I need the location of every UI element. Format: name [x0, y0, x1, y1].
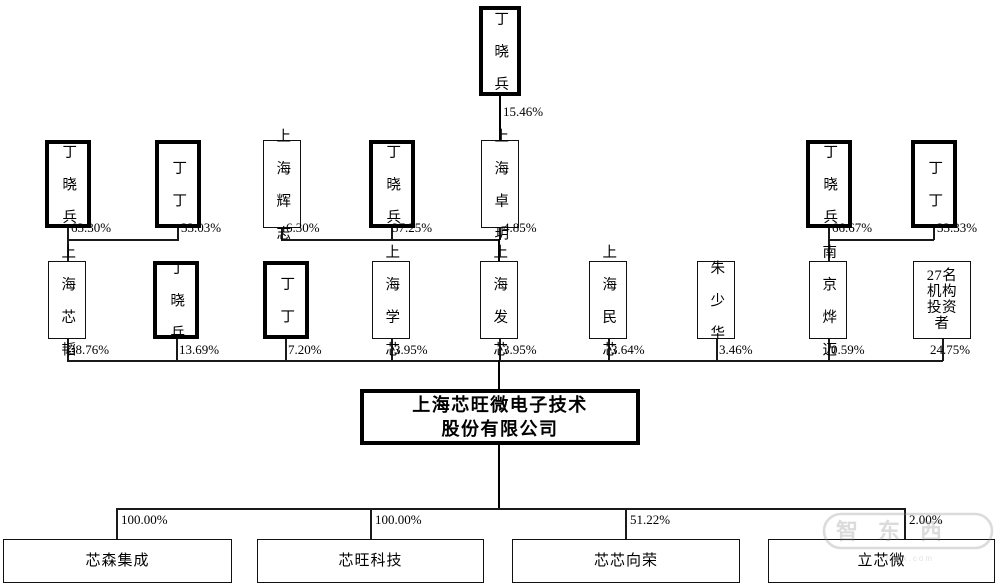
pct-top-shareholder: 15.46%	[503, 104, 544, 119]
connector-t3-shxt-down	[67, 339, 69, 361]
connector-t3-27-down	[942, 339, 944, 361]
box-label: 上 海 卓 玥	[492, 127, 509, 241]
pct-t3-dd: 7.20%	[288, 342, 322, 357]
connector-group-c-to-njym	[828, 239, 830, 261]
pct-t3-shmx: 3.64%	[611, 342, 645, 357]
pct-t2-dd-1: 33.03%	[181, 220, 222, 235]
box-label: 丁 晓 兵	[821, 143, 838, 225]
box-label: 上 海 民 芯	[600, 243, 617, 357]
box-label: 上 海 芯 韬	[59, 243, 76, 357]
pct-sub-xsjc: 100.00%	[121, 512, 168, 527]
pct-t3-dxb: 13.69%	[179, 342, 220, 357]
pct-t2-shhz: 6.30%	[286, 220, 320, 235]
connector-t3-zsh-down	[716, 339, 718, 361]
pct-t3-njym: 0.59%	[831, 342, 865, 357]
pct-t3-27-institutions: 24.75%	[930, 342, 971, 357]
box-label: 上 海 辉 志	[274, 127, 291, 241]
box-company: 上海芯旺微电子技术 股份有限公司	[360, 389, 640, 445]
box-t3-zsh: 朱 少 华	[697, 259, 735, 341]
connector-sub-xsjc-down	[116, 508, 118, 539]
box-sub-xsjc: 芯森集成	[3, 539, 232, 583]
box-t3-shmx: 上 海 民 芯	[589, 244, 627, 357]
connector-bus-to-company	[498, 360, 501, 390]
box-sub-lxw: 立芯微	[768, 539, 995, 583]
box-t2-dxb-3: 丁 晓 兵	[806, 140, 852, 228]
pct-t2-dd-2: 33.33%	[937, 220, 978, 235]
box-label: 芯森集成	[85, 552, 150, 569]
box-label: 丁 晓 兵	[492, 10, 509, 92]
bus-subsidiaries	[116, 508, 905, 510]
box-label: 丁 晓 兵	[60, 143, 77, 225]
box-t2-shzy: 上 海 卓 玥	[481, 128, 519, 241]
pct-sub-xxxr: 51.22%	[630, 512, 671, 527]
box-t3-dd: 丁 丁	[263, 261, 309, 339]
box-t2-dd-1: 丁 丁	[155, 140, 201, 228]
pct-t3-shxt: 38.76%	[69, 342, 110, 357]
connector-t2-dxb3-down	[828, 228, 830, 240]
connector-group-a-to-shxt	[67, 239, 69, 261]
box-label: 南 京 烨 迈	[820, 243, 837, 357]
box-t2-shhz: 上 海 辉 志	[263, 128, 301, 241]
box-label: 丁 晓 兵	[384, 143, 401, 225]
box-label: 朱 少 华	[708, 259, 725, 341]
bus-shareholders-to-company	[67, 360, 943, 362]
box-sub-xxxr: 芯芯向荣	[512, 539, 740, 583]
connector-t3-njym-down	[828, 339, 830, 361]
connector-t3-shmx-down	[608, 339, 610, 361]
connector-sub-xxxr-down	[625, 508, 627, 539]
box-label: 立芯微	[857, 552, 906, 569]
box-label: 丁 丁	[926, 160, 943, 208]
box-t3-shxt: 上 海 芯 韬	[48, 244, 86, 357]
box-t2-dd-2: 丁 丁	[911, 140, 957, 228]
box-t3-njym: 南 京 烨 迈	[809, 244, 847, 357]
bus-group-c	[828, 239, 934, 241]
company-name: 上海芯旺微电子技术 股份有限公司	[412, 394, 588, 439]
box-top-shareholder: 丁 晓 兵	[479, 6, 521, 96]
pct-sub-lxw: 2.00%	[909, 512, 943, 527]
pct-t2-dxb-2: 37.25%	[392, 220, 433, 235]
connector-sub-xwkj-down	[370, 508, 372, 539]
box-label: 丁 丁	[170, 160, 187, 208]
box-label: 27名 机构 投资 者	[926, 267, 958, 333]
connector-t3-shxx-down	[391, 339, 393, 361]
connector-t2-shzy-down	[499, 228, 501, 240]
box-label: 芯芯向荣	[593, 552, 658, 569]
pct-t3-shfx: 3.95%	[503, 342, 537, 357]
box-label: 芯旺科技	[338, 552, 403, 569]
connector-t3-shfx-down	[499, 339, 501, 361]
box-label: 丁 晓 兵	[168, 259, 185, 341]
box-t3-shxx: 上 海 学 芯	[372, 244, 410, 357]
box-t2-dxb-1: 丁 晓 兵	[45, 140, 91, 228]
box-t3-dxb: 丁 晓 兵	[153, 259, 199, 341]
connector-t2-dxb2-down	[391, 228, 393, 240]
pct-t3-shxx: 3.95%	[394, 342, 428, 357]
connector-t2-dxb1-down	[67, 228, 69, 240]
connector-top-to-shzy	[499, 96, 502, 148]
pct-sub-xwkj: 100.00%	[375, 512, 422, 527]
pct-t2-shzy: 4.85%	[503, 220, 537, 235]
box-sub-xwkj: 芯旺科技	[257, 539, 484, 583]
connector-company-down	[498, 445, 501, 509]
box-label: 上 海 学 芯	[383, 243, 400, 357]
connector-group-b-to-shfx	[498, 239, 501, 261]
bus-group-a	[67, 239, 179, 241]
bus-group-b	[281, 239, 500, 241]
connector-t2-dd1-down	[177, 228, 179, 240]
box-label: 丁 丁	[278, 276, 295, 324]
box-t3-shfx: 上 海 发 芯	[480, 244, 518, 357]
connector-sub-lxw-down	[904, 508, 906, 539]
box-label: 上 海 发 芯	[491, 243, 508, 357]
connector-t3-dd-down	[285, 339, 287, 361]
pct-t2-dxb-3: 66.67%	[832, 220, 873, 235]
box-t2-dxb-2: 丁 晓 兵	[369, 140, 415, 228]
connector-t2-dd2-down	[933, 228, 935, 240]
pct-t2-dxb-1: 63.30%	[71, 220, 112, 235]
box-t3-27-institutions: 27名 机构 投资 者	[913, 261, 971, 339]
connector-t3-dxb-down	[176, 339, 178, 361]
connector-t2-shhz-down	[281, 228, 283, 240]
pct-t3-zsh: 3.46%	[719, 342, 753, 357]
